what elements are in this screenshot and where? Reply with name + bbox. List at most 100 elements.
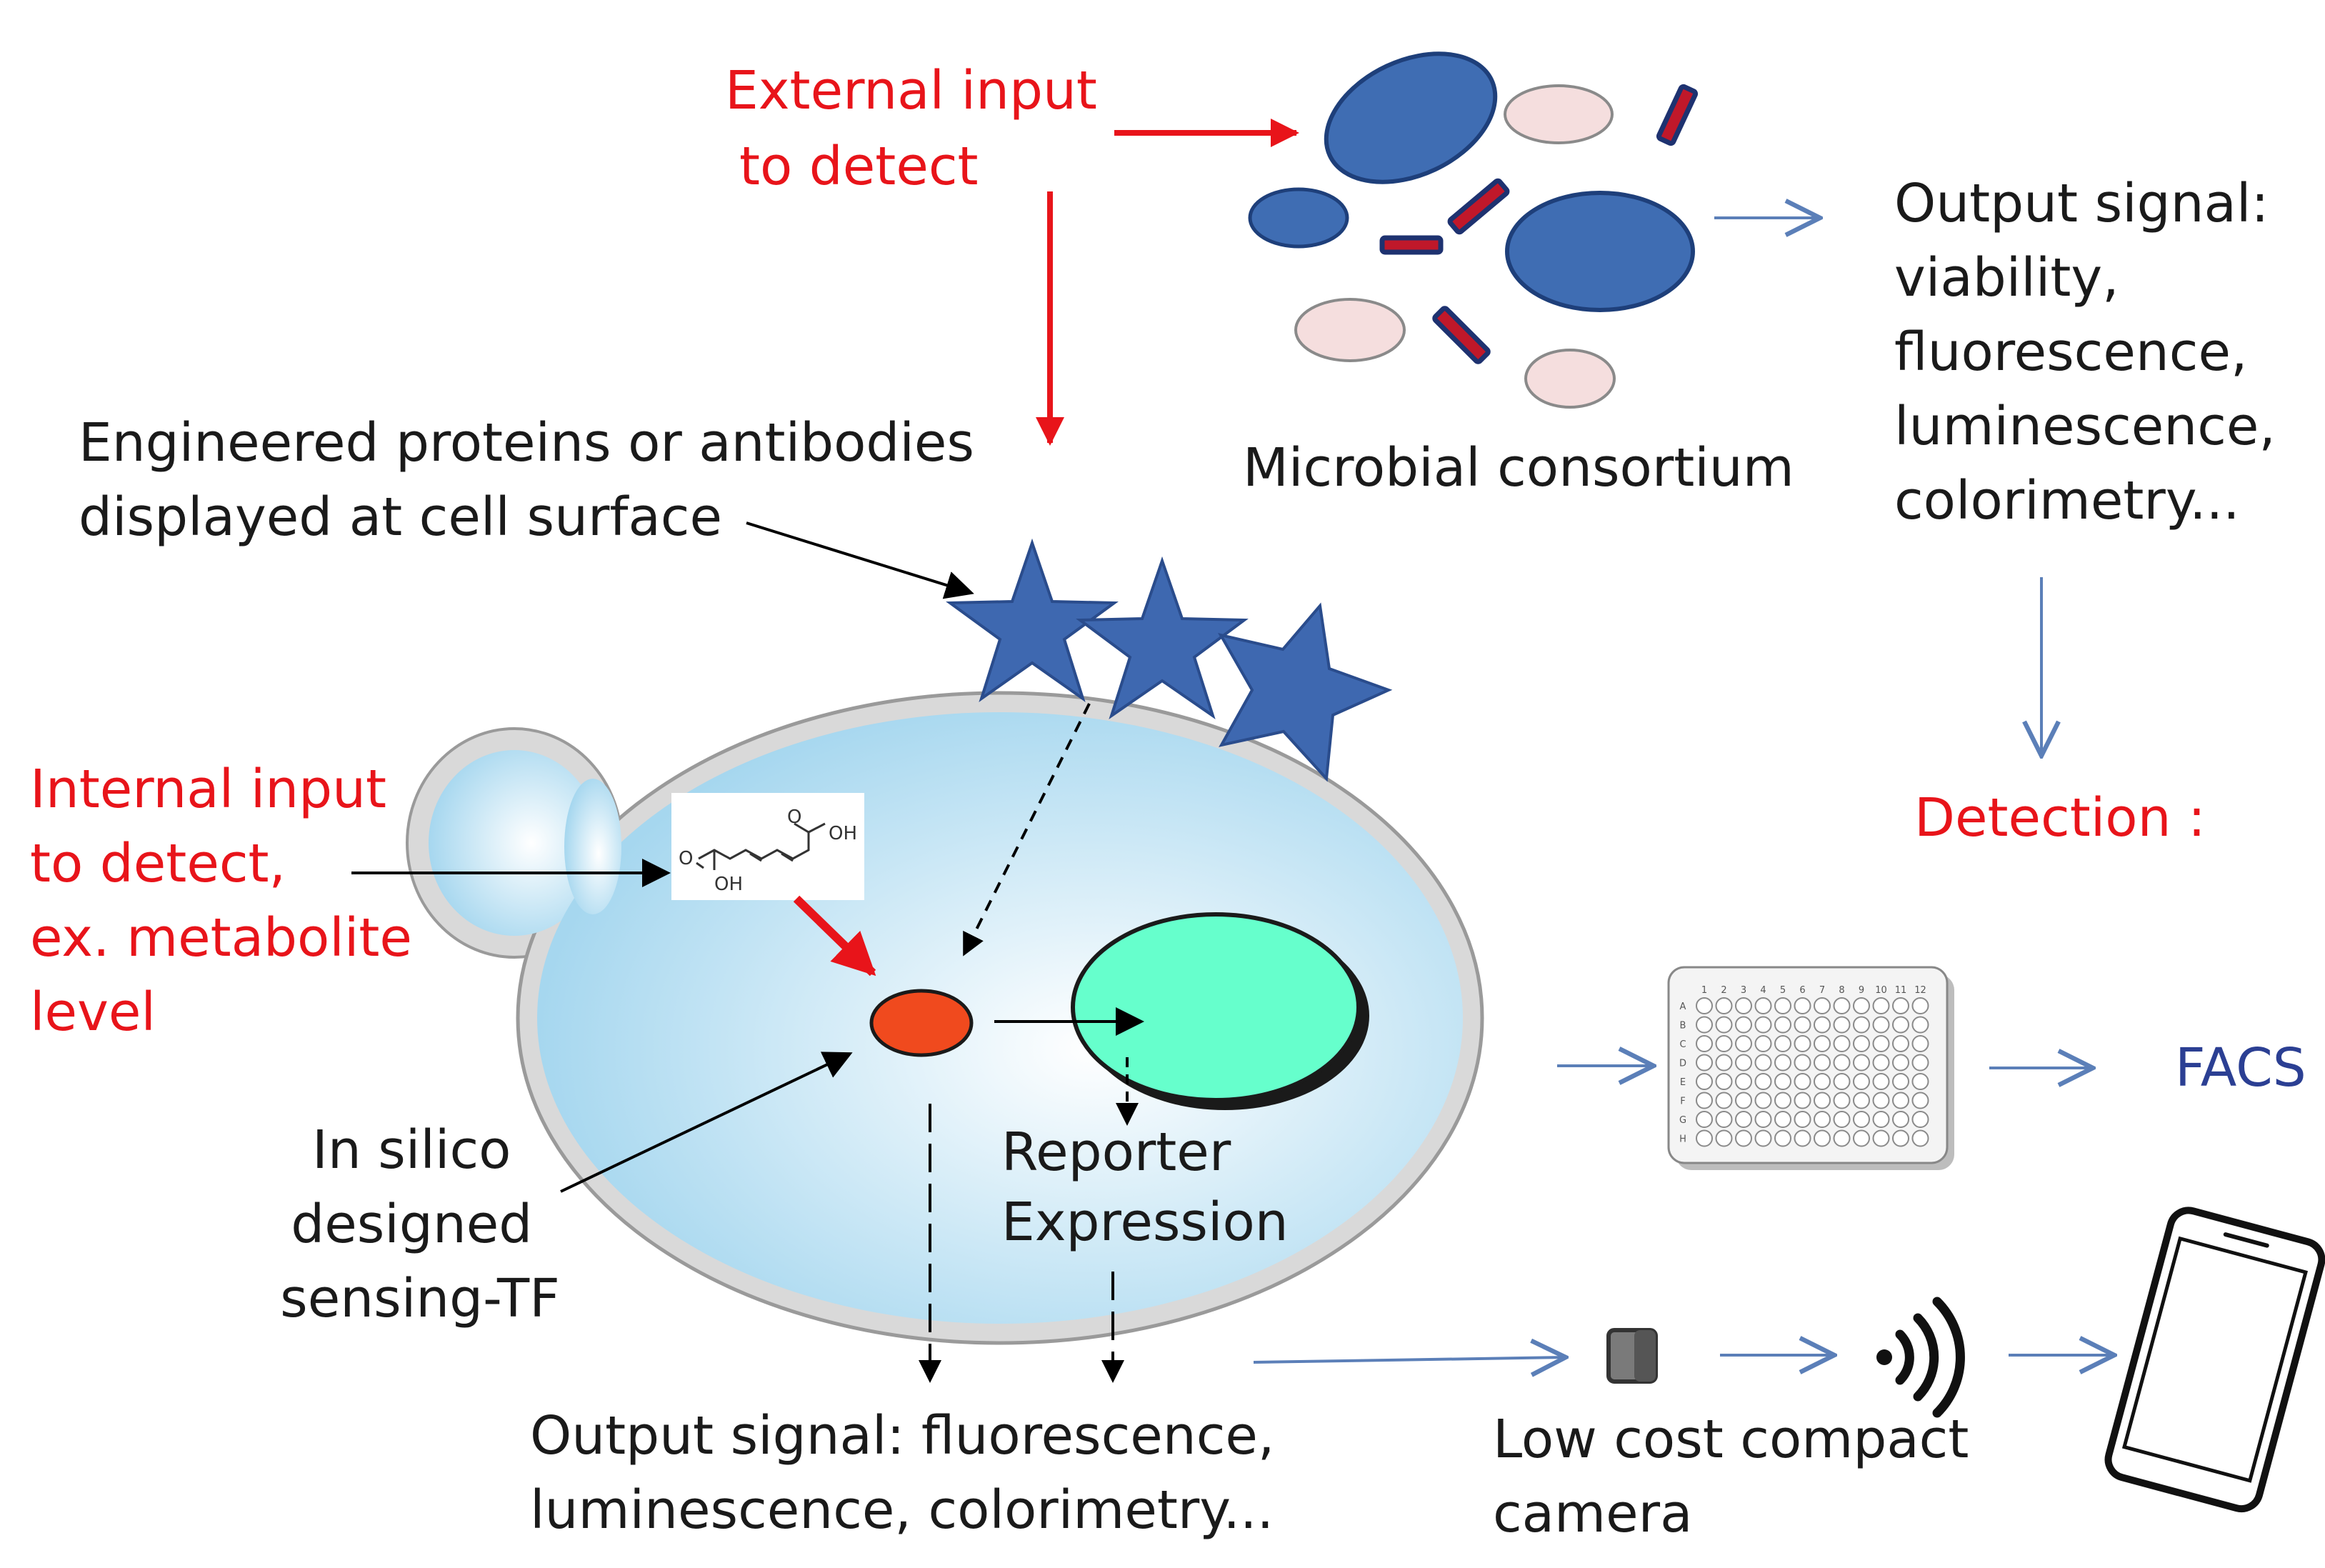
plate-column-label: 4 [1760, 985, 1766, 996]
plate-row-label: B [1680, 1021, 1686, 1032]
plate-well [1754, 1092, 1772, 1109]
microbial-consortium [1248, 51, 1699, 409]
plate-well [1853, 1111, 1870, 1128]
plate-well [1696, 997, 1713, 1014]
plate-well [1853, 1054, 1870, 1072]
plate-row-label: G [1679, 1115, 1686, 1126]
plate-well [1911, 997, 1929, 1014]
plate-well [1892, 1035, 1909, 1052]
plate-column-label: 1 [1701, 985, 1707, 996]
plate-well [1892, 1111, 1909, 1128]
plate-column-label: 3 [1741, 985, 1746, 996]
internal-input-label: Internal input to detect, ex. metabolite… [30, 759, 429, 1043]
antibody-star-icon [946, 538, 1119, 703]
plate-well [1774, 1035, 1791, 1052]
plate-well [1911, 1092, 1929, 1109]
pink-cell [1504, 84, 1614, 144]
plate-well [1696, 1092, 1713, 1109]
plate-well [1735, 1016, 1752, 1034]
sensing-tf [869, 989, 974, 1057]
plate-well [1754, 1016, 1772, 1034]
plate-well [1794, 1016, 1811, 1034]
plate-well [1754, 1111, 1772, 1128]
plate-well [1853, 997, 1870, 1014]
plate-column-label: 2 [1721, 985, 1726, 996]
smartphone-icon [2104, 1207, 2325, 1513]
plate-well [1794, 1092, 1811, 1109]
o-label: O [787, 807, 801, 828]
bud-neck [564, 779, 621, 914]
cell-to-camera-arrow [1253, 1357, 1566, 1362]
surface-antibodies [946, 538, 1393, 782]
plate-column-label: 5 [1780, 985, 1786, 996]
plate-well [1794, 997, 1811, 1014]
plate-well [1715, 1092, 1733, 1109]
plate-row-label: A [1680, 1002, 1686, 1012]
plate-well [1794, 1111, 1811, 1128]
engineered-proteins-pointer [746, 521, 974, 599]
plate-well [1872, 1035, 1890, 1052]
metabolite-to-tf-arrow [793, 895, 876, 977]
plate-well [1872, 1129, 1890, 1147]
plate-well [1814, 1111, 1831, 1128]
plate-well [1853, 1035, 1870, 1052]
plate-well [1814, 1016, 1831, 1034]
plate-well [1892, 1016, 1909, 1034]
plate-well [1814, 1073, 1831, 1090]
metabolite-molecule: OH OH O O [671, 793, 864, 900]
plate-column-label: 8 [1839, 985, 1844, 996]
plate-well [1911, 1111, 1929, 1128]
plate-column-label: 10 [1875, 985, 1887, 996]
plate-well [1794, 1073, 1811, 1090]
blue-cell [1324, 51, 1498, 184]
plate-well [1833, 1054, 1851, 1072]
in-silico-pointer [560, 1052, 853, 1193]
plate-well [1735, 1054, 1752, 1072]
reporter-nucleus [1071, 912, 1361, 1102]
plate-well [1754, 1073, 1772, 1090]
blue-cell [1505, 191, 1695, 312]
plate-well [1774, 997, 1791, 1014]
plate-well [1696, 1016, 1713, 1034]
plate-well [1892, 997, 1909, 1014]
plate-well [1794, 1035, 1811, 1052]
camera-icon [1606, 1328, 1658, 1384]
plate-well [1872, 1054, 1890, 1072]
plate-well [1754, 1054, 1772, 1072]
plate-well [1853, 1016, 1870, 1034]
plate-well [1892, 1073, 1909, 1090]
plate-well [1696, 1073, 1713, 1090]
star-to-tf-dashed-arrow [963, 703, 1091, 957]
plate-row-label: D [1679, 1059, 1686, 1069]
plate-well [1814, 1092, 1831, 1109]
plate-well [1833, 1129, 1851, 1147]
oh-label: OH [714, 874, 743, 895]
plate-well [1853, 1129, 1870, 1147]
plate-well [1715, 997, 1733, 1014]
plate-well [1872, 1073, 1890, 1090]
plate-well [1735, 1111, 1752, 1128]
plate-well [1715, 1073, 1733, 1090]
reporter-expression-label: Reporter Expression [1001, 1122, 1289, 1253]
plate-row-label: F [1680, 1097, 1685, 1107]
plate-well [1892, 1129, 1909, 1147]
plate-column-label: 12 [1914, 985, 1926, 996]
pink-cell [1294, 298, 1406, 362]
plate-well [1774, 1016, 1791, 1034]
facs-label: FACS [2175, 1037, 2306, 1099]
plate-well [1696, 1111, 1713, 1128]
plate-well [1911, 1016, 1929, 1034]
plate-well [1715, 1129, 1733, 1147]
plate-well [1774, 1129, 1791, 1147]
plate-well [1794, 1129, 1811, 1147]
plate-well [1696, 1129, 1713, 1147]
plate-column-label: 9 [1859, 985, 1864, 996]
camera-label: Low cost compact camera [1493, 1409, 1986, 1544]
plate-well [1774, 1073, 1791, 1090]
plate-well [1892, 1092, 1909, 1109]
plate-well [1833, 1035, 1851, 1052]
microbial-consortium-label: Microbial consortium [1243, 437, 1794, 499]
plate-well [1735, 997, 1752, 1014]
plate-well [1735, 1092, 1752, 1109]
